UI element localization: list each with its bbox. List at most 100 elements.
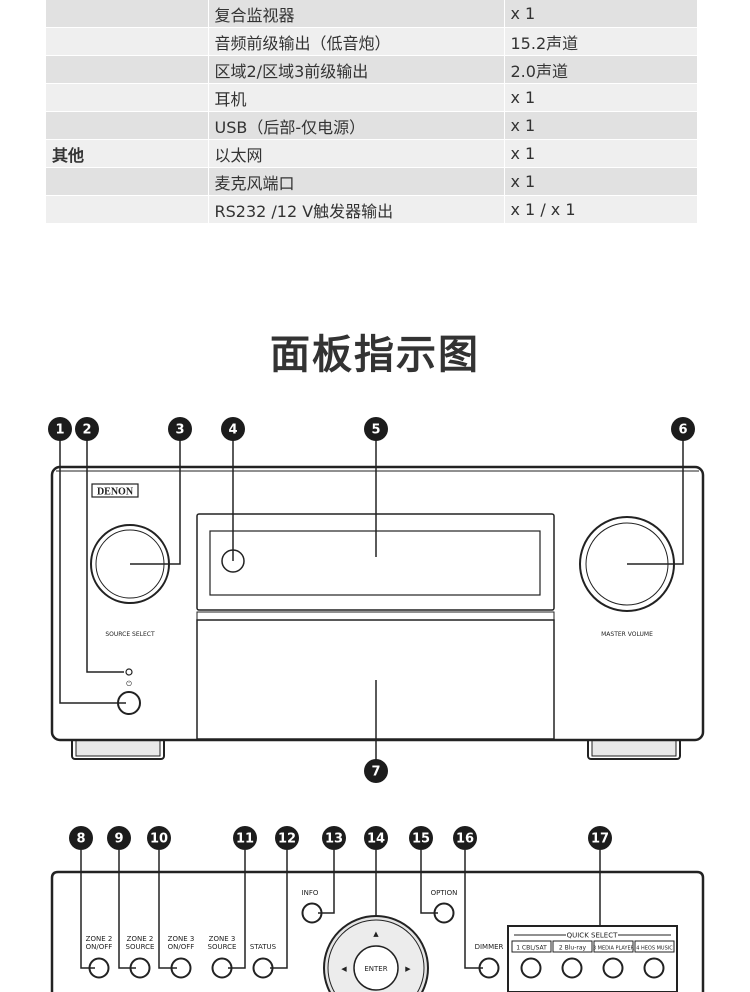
spec-value-cell: x 1 / x 1 xyxy=(504,195,697,224)
spec-item-cell: 区域2/区域3前级输出 xyxy=(208,55,505,84)
callout-number: 1 xyxy=(55,423,64,438)
spec-value-cell: 15.2声道 xyxy=(504,27,697,56)
quick-select-2-label-box xyxy=(552,940,593,953)
quick-select-3-label-box xyxy=(593,940,634,953)
spec-value-cell: x 1 xyxy=(504,167,697,196)
callout-number: 5 xyxy=(371,423,380,438)
spec-item-cell: 耳机 xyxy=(208,83,505,112)
callout-number: 8 xyxy=(76,832,85,847)
callout-number: 9 xyxy=(114,832,123,847)
status-button[interactable] xyxy=(252,957,274,979)
spec-category-cell xyxy=(46,27,209,56)
callout-badge xyxy=(233,826,257,850)
spec-category-cell xyxy=(46,111,209,140)
page-title: 面板指示图 xyxy=(270,332,480,378)
callout-number: 4 xyxy=(228,423,237,438)
spec-category-cell xyxy=(46,167,209,196)
quick-select-3-label: 3 MEDIA PLAYER xyxy=(593,946,635,952)
callout-badge xyxy=(69,826,93,850)
dimmer-label: DIMMER xyxy=(475,943,504,951)
spec-value-cell: x 1 xyxy=(504,139,697,168)
enter-label: ENTER xyxy=(364,965,387,973)
callout-number: 13 xyxy=(325,832,343,847)
spec-item-cell: 复合监视器 xyxy=(208,0,505,28)
spec-value-cell: x 1 xyxy=(504,83,697,112)
spec-value-cell: x 1 xyxy=(504,0,697,28)
front-panel-illustration: DENON SOURCE SELECT MASTER VOLUME ⏻ xyxy=(48,417,705,783)
callout-number: 12 xyxy=(278,832,296,847)
callout-badge xyxy=(107,826,131,850)
callout-number: 2 xyxy=(82,423,91,438)
quick-select-1-label: 1 CBL/SAT xyxy=(516,945,547,952)
callout-badge xyxy=(168,417,192,441)
left-foot-inner xyxy=(75,739,161,757)
zone2-onoff-label-2: ON/OFF xyxy=(86,943,113,951)
spec-item-cell: RS232 /12 V触发器输出 xyxy=(208,195,505,224)
quick-select-1-button[interactable] xyxy=(520,957,542,979)
quick-select-2-label: 2 Blu-ray xyxy=(559,945,587,952)
zone2-source-label-1: ZONE 2 xyxy=(127,935,154,943)
spec-category-cell: 其他 xyxy=(46,139,209,168)
spec-value-cell: 2.0声道 xyxy=(504,55,697,84)
callout-number: 17 xyxy=(591,832,609,847)
power-icon: ⏻ xyxy=(126,680,132,688)
left-arrow-icon[interactable]: ◀ xyxy=(341,965,347,973)
option-label: OPTION xyxy=(431,889,458,897)
spec-item-cell: 麦克风端口 xyxy=(208,167,505,196)
callout-badge xyxy=(147,826,171,850)
spec-category-cell xyxy=(46,195,209,224)
source-select-label: SOURCE SELECT xyxy=(105,631,155,638)
spec-category-cell xyxy=(46,55,209,84)
status-label: STATUS xyxy=(250,943,277,951)
front-leader-lines xyxy=(59,440,684,760)
spec-item-cell: USB（后部-仅电源） xyxy=(208,111,505,140)
standby-indicator xyxy=(125,668,133,676)
quick-select-4-button[interactable] xyxy=(643,957,665,979)
callout-badge xyxy=(322,826,346,850)
zone3-onoff-label-1: ZONE 3 xyxy=(168,935,195,943)
callout-number: 15 xyxy=(412,832,430,847)
quick-select-1-label-box xyxy=(511,940,552,953)
quick-select-4-label: 4 HEOS MUSIC xyxy=(636,946,673,952)
zone2-source-label-2: SOURCE xyxy=(126,943,155,951)
callout-badge xyxy=(588,826,612,850)
callout-badge xyxy=(48,417,72,441)
quick-select-title: QUICK SELECT xyxy=(567,932,618,940)
spec-value-cell: x 1 xyxy=(504,111,697,140)
callout-badge xyxy=(275,826,299,850)
callout-number: 14 xyxy=(367,832,385,847)
callout-number: 16 xyxy=(456,832,474,847)
detail-panel-illustration: ZONE 2 ON/OFF ZONE 2 SOURCE ZONE 3 ON/OF… xyxy=(50,826,705,992)
enter-button[interactable] xyxy=(353,945,399,991)
zone2-onoff-label-1: ZONE 2 xyxy=(86,935,113,943)
door-top-edge xyxy=(196,611,555,621)
callout-number: 7 xyxy=(371,765,380,780)
spec-item-cell: 以太网 xyxy=(208,139,505,168)
callout-badge xyxy=(364,759,388,783)
quick-select-4-label-box xyxy=(634,940,675,953)
callout-badge xyxy=(364,417,388,441)
callout-badge xyxy=(671,417,695,441)
right-arrow-icon[interactable]: ▶ xyxy=(405,965,411,973)
callout-number: 3 xyxy=(175,423,184,438)
brand-logo-text: DENON xyxy=(97,487,134,498)
quick-select-3-button[interactable] xyxy=(602,957,624,979)
zone3-onoff-label-2: ON/OFF xyxy=(168,943,195,951)
up-arrow-icon[interactable]: ▲ xyxy=(373,930,379,938)
callout-number: 11 xyxy=(236,832,254,847)
zone3-source-label-1: ZONE 3 xyxy=(209,935,236,943)
quick-select-title-bg xyxy=(566,930,618,939)
info-label: INFO xyxy=(302,889,319,897)
master-volume-label: MASTER VOLUME xyxy=(601,631,653,638)
quick-select-2-button[interactable] xyxy=(561,957,583,979)
callout-badge xyxy=(364,826,388,850)
spec-row: 音频前级输出（低音炮）15.2声道 xyxy=(46,27,697,56)
callout-badge xyxy=(409,826,433,850)
